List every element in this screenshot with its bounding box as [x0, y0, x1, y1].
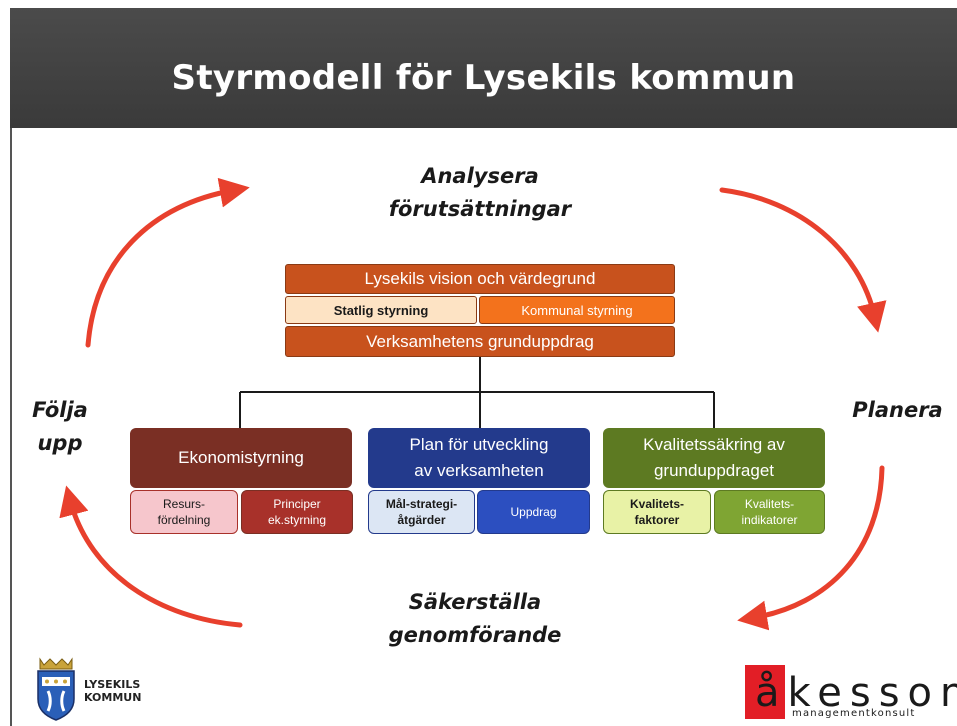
cycle-arrow-top-left — [85, 177, 250, 348]
label-sakerstalla: Säkerställa genomförande — [350, 586, 600, 652]
kvalitetsindikatorer-box: Kvalitets-indikatorer — [714, 490, 825, 534]
label-folja-upp-line2: upp — [37, 431, 83, 455]
kvalitetsindikatorer-line2: indikatorer — [741, 513, 798, 527]
principer-ekstyrning-box: Principer ek.styrning — [241, 490, 353, 534]
label-analysera-line2: förutsättningar — [388, 197, 572, 221]
kommunal-styrning-box: Kommunal styrning — [479, 296, 675, 324]
mal-strategi-line1: Mål-strategi- — [385, 497, 458, 511]
label-sakerstalla-line2: genomförande — [388, 623, 562, 647]
label-analysera: Analysera förutsättningar — [360, 160, 600, 226]
plan-label-line1: Plan för utveckling — [409, 435, 549, 454]
ekonomistyrning-label: Ekonomistyrning — [178, 448, 304, 467]
lysekil-logo-line1: LYSEKILS — [84, 678, 141, 691]
akesson-logo-red-block — [745, 665, 785, 719]
label-sakerstalla-line1: Säkerställa — [408, 590, 542, 614]
lysekil-crest-icon — [37, 657, 75, 721]
ekonomistyrning-box: Ekonomistyrning — [130, 428, 352, 488]
lysekil-logo-text: LYSEKILS KOMMUN — [84, 678, 141, 704]
kvalitetsfaktorer-line2: faktorer — [634, 513, 680, 527]
label-planera: Planera — [852, 398, 943, 422]
resursfordelning-box: Resurs-fördelning — [130, 490, 238, 534]
title-bar: Styrmodell för Lysekils kommun — [10, 8, 957, 128]
kvalitetssakring-box: Kvalitetssäkring av grunduppdraget — [603, 428, 825, 488]
akesson-logo-text: åkesson — [755, 670, 957, 716]
plan-for-utveckling-box: Plan för utveckling av verksamheten — [368, 428, 590, 488]
uppdrag-box: Uppdrag — [477, 490, 590, 534]
frame-left-border — [10, 128, 12, 726]
kvalitetsfaktorer-box: Kvalitets-faktorer — [603, 490, 711, 534]
kvalitetsfaktorer-line1: Kvalitets- — [629, 497, 685, 511]
kvalitet-label-line1: Kvalitetssäkring av — [643, 435, 785, 454]
principer-line1: Principer — [273, 497, 321, 511]
vision-box: Lysekils vision och värdegrund — [285, 264, 675, 294]
resursfordelning-line2: fördelning — [157, 513, 211, 527]
label-folja-upp-line1: Följa — [32, 398, 88, 422]
principer-line2: ek.styrning — [267, 513, 327, 527]
mal-strategi-line2: åtgärder — [397, 513, 446, 527]
resursfordelning-line1: Resurs- — [162, 497, 205, 511]
slide-title: Styrmodell för Lysekils kommun — [171, 58, 796, 98]
plan-label-line2: av verksamheten — [414, 461, 544, 480]
statlig-styrning-box: Statlig styrning — [285, 296, 477, 324]
cycle-arrow-bottom-right — [737, 465, 885, 631]
cycle-arrow-bottom-left — [59, 485, 243, 628]
kvalitet-label-line2: grunduppdraget — [653, 461, 775, 480]
label-analysera-line1: Analysera — [421, 164, 539, 188]
mal-strategi-atgarder-box: Mål-strategi-åtgärder — [368, 490, 475, 534]
akesson-logo-subtext: managementkonsult — [792, 708, 916, 719]
kvalitetsindikatorer-line1: Kvalitets- — [744, 497, 795, 511]
lysekil-logo-line2: KOMMUN — [84, 691, 142, 704]
uppdrag-label: Uppdrag — [510, 505, 557, 519]
grunduppdrag-box: Verksamhetens grunduppdrag — [285, 326, 675, 357]
cycle-arrow-top-right — [719, 187, 887, 333]
label-folja-upp: Följa upp — [20, 394, 100, 460]
tree-connectors — [239, 357, 715, 428]
